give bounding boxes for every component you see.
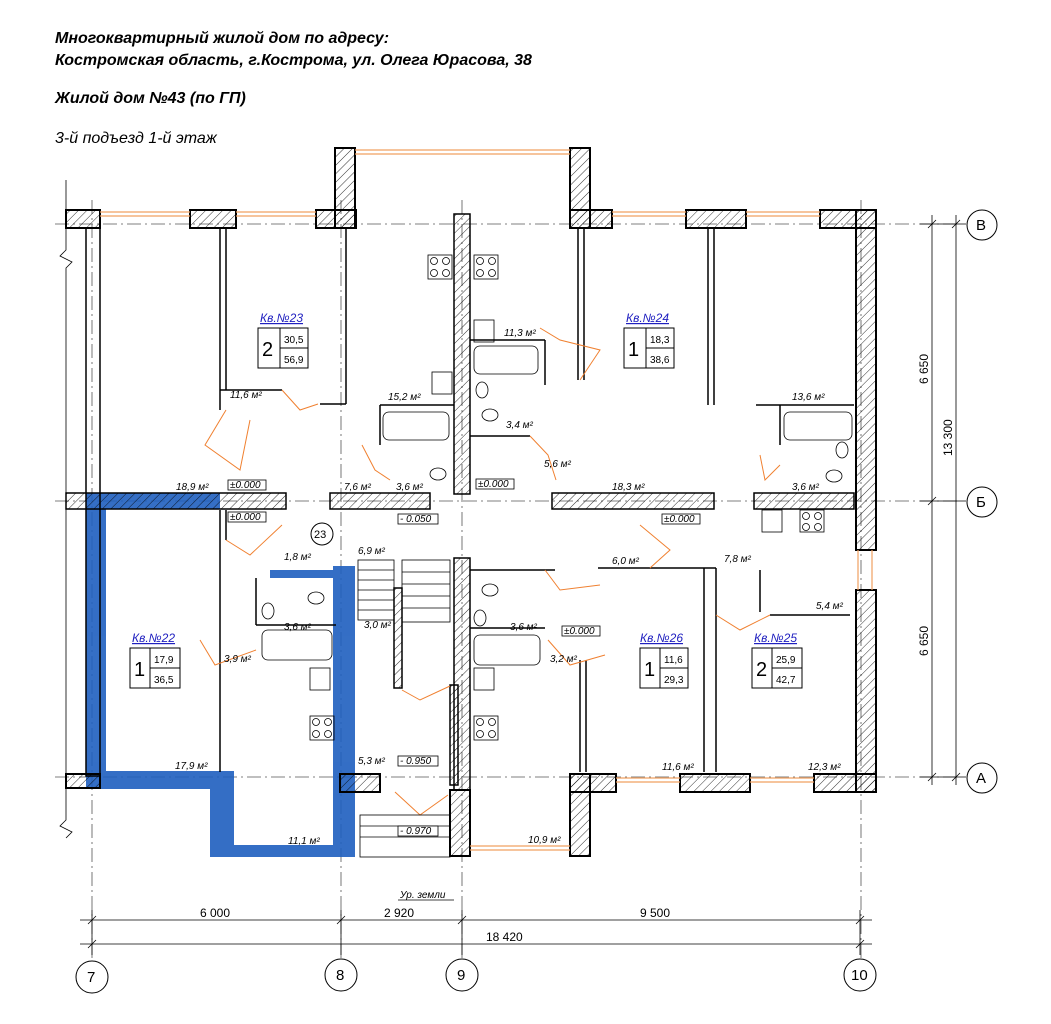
svg-text:- 0.950: - 0.950 <box>400 756 432 767</box>
svg-text:3,6 м²: 3,6 м² <box>510 622 538 633</box>
apartment-label-26: Кв.№26 1 11,6 29,3 <box>639 631 689 689</box>
exterior-walls <box>65 147 877 857</box>
svg-text:- 0.970: - 0.970 <box>400 826 432 837</box>
svg-text:3,6 м²: 3,6 м² <box>792 482 820 493</box>
highlight-walls <box>86 493 355 857</box>
svg-text:В: В <box>976 217 986 234</box>
svg-text:Ур. земли: Ур. земли <box>399 890 446 901</box>
svg-text:6,0 м²: 6,0 м² <box>612 556 640 567</box>
svg-text:18 420: 18 420 <box>486 930 523 944</box>
building-number: Жилой дом №43 (по ГП) <box>55 90 246 107</box>
apartment-label-22: Кв.№22 1 17,9 36,5 <box>129 631 181 689</box>
svg-text:17,9: 17,9 <box>154 655 174 666</box>
svg-text:6 650: 6 650 <box>917 354 931 384</box>
svg-text:5,3 м²: 5,3 м² <box>358 756 386 767</box>
svg-text:10: 10 <box>851 967 868 984</box>
windows <box>100 149 873 851</box>
svg-text:Кв.№22: Кв.№22 <box>132 631 175 645</box>
svg-text:1: 1 <box>644 659 655 681</box>
svg-text:Кв.№24: Кв.№24 <box>626 311 669 325</box>
svg-text:11,1 м²: 11,1 м² <box>288 836 320 847</box>
svg-text:11,6: 11,6 <box>664 655 683 666</box>
svg-text:13,6 м²: 13,6 м² <box>792 392 825 403</box>
svg-text:2: 2 <box>756 659 767 681</box>
svg-text:Б: Б <box>976 494 986 511</box>
svg-text:42,7: 42,7 <box>776 675 796 686</box>
svg-text:5,6 м²: 5,6 м² <box>544 459 572 470</box>
column-axis-markers: 7 8 9 10 <box>75 958 877 994</box>
stair-number-marker: 23 <box>310 522 334 546</box>
svg-text:56,9: 56,9 <box>284 355 304 366</box>
svg-text:11,3 м²: 11,3 м² <box>504 328 536 339</box>
svg-text:1,8 м²: 1,8 м² <box>284 552 312 563</box>
svg-text:3,4 м²: 3,4 м² <box>506 420 534 431</box>
svg-text:11,6 м²: 11,6 м² <box>230 390 262 401</box>
apartment-label-23: Кв.№23 2 30,5 56,9 <box>257 311 309 369</box>
plumbing-fixtures <box>261 319 853 691</box>
svg-text:38,6: 38,6 <box>650 355 670 366</box>
svg-text:18,3 м²: 18,3 м² <box>612 482 645 493</box>
project-address: Костромская область, г.Кострома, ул. Оле… <box>55 52 532 69</box>
project-title: Многоквартирный жилой дом по адресу: <box>55 30 390 47</box>
svg-text:Кв.№26: Кв.№26 <box>640 631 683 645</box>
floor-caption: 3-й подъезд 1-й этаж <box>55 130 217 147</box>
svg-text:9 500: 9 500 <box>640 906 670 920</box>
svg-text:7: 7 <box>87 969 95 986</box>
svg-text:3,2 м²: 3,2 м² <box>550 654 578 665</box>
svg-text:8: 8 <box>336 967 344 984</box>
svg-text:Кв.№23: Кв.№23 <box>260 311 303 325</box>
interior-walls <box>65 213 855 791</box>
row-axis-markers: В Б А <box>966 209 998 794</box>
svg-text:±0.000: ±0.000 <box>230 480 261 491</box>
svg-text:2 920: 2 920 <box>384 906 414 920</box>
apartment-label-24: Кв.№24 1 18,3 38,6 <box>623 311 675 369</box>
svg-text:±0.000: ±0.000 <box>478 479 509 490</box>
svg-text:±0.000: ±0.000 <box>230 512 261 523</box>
svg-text:5,4 м²: 5,4 м² <box>816 601 844 612</box>
svg-text:36,5: 36,5 <box>154 675 174 686</box>
svg-text:±0.000: ±0.000 <box>664 514 695 525</box>
svg-text:25,9: 25,9 <box>776 655 796 666</box>
svg-text:6 650: 6 650 <box>917 626 931 656</box>
break-line <box>59 180 73 839</box>
svg-text:А: А <box>976 770 986 787</box>
svg-text:3,6 м²: 3,6 м² <box>284 622 312 633</box>
svg-text:17,9 м²: 17,9 м² <box>175 761 208 772</box>
svg-text:29,3: 29,3 <box>664 675 684 686</box>
vertical-dimensions: 6 650 6 650 13 300 <box>917 215 966 785</box>
svg-text:1: 1 <box>134 659 145 681</box>
svg-text:11,6 м²: 11,6 м² <box>662 762 694 773</box>
svg-text:10,9 м²: 10,9 м² <box>528 835 561 846</box>
svg-text:±0.000: ±0.000 <box>564 626 595 637</box>
level-marks: ±0.000 ±0.000 ±0.000 - 0.050 ±0.000 ±0.0… <box>227 478 701 901</box>
svg-text:30,5: 30,5 <box>284 335 304 346</box>
svg-text:3,6 м²: 3,6 м² <box>396 482 424 493</box>
svg-text:9: 9 <box>457 967 465 984</box>
room-areas: 11,6 м² 15,2 м² 11,3 м² 3,4 м² 13,6 м² 1… <box>175 328 844 847</box>
svg-text:Кв.№25: Кв.№25 <box>754 631 797 645</box>
svg-text:- 0.050: - 0.050 <box>400 514 432 525</box>
svg-text:7,8 м²: 7,8 м² <box>724 554 752 565</box>
svg-text:18,3: 18,3 <box>650 335 670 346</box>
svg-text:3,0 м²: 3,0 м² <box>364 620 392 631</box>
svg-text:2: 2 <box>262 339 273 361</box>
svg-text:3,9 м²: 3,9 м² <box>224 654 252 665</box>
horizontal-dimensions: 6 000 2 920 9 500 18 420 <box>80 906 872 955</box>
partitions <box>219 228 854 772</box>
svg-text:7,6 м²: 7,6 м² <box>344 482 372 493</box>
svg-text:23: 23 <box>314 529 326 541</box>
svg-text:13 300: 13 300 <box>941 419 955 456</box>
svg-text:18,9 м²: 18,9 м² <box>176 482 209 493</box>
svg-text:15,2 м²: 15,2 м² <box>388 392 421 403</box>
svg-text:6,9 м²: 6,9 м² <box>358 546 386 557</box>
stoves <box>309 254 825 741</box>
svg-text:1: 1 <box>628 339 639 361</box>
apartment-label-25: Кв.№25 2 25,9 42,7 <box>751 631 803 689</box>
doors <box>199 327 781 816</box>
svg-text:12,3 м²: 12,3 м² <box>808 762 841 773</box>
stair <box>357 559 451 858</box>
svg-text:6 000: 6 000 <box>200 906 230 920</box>
